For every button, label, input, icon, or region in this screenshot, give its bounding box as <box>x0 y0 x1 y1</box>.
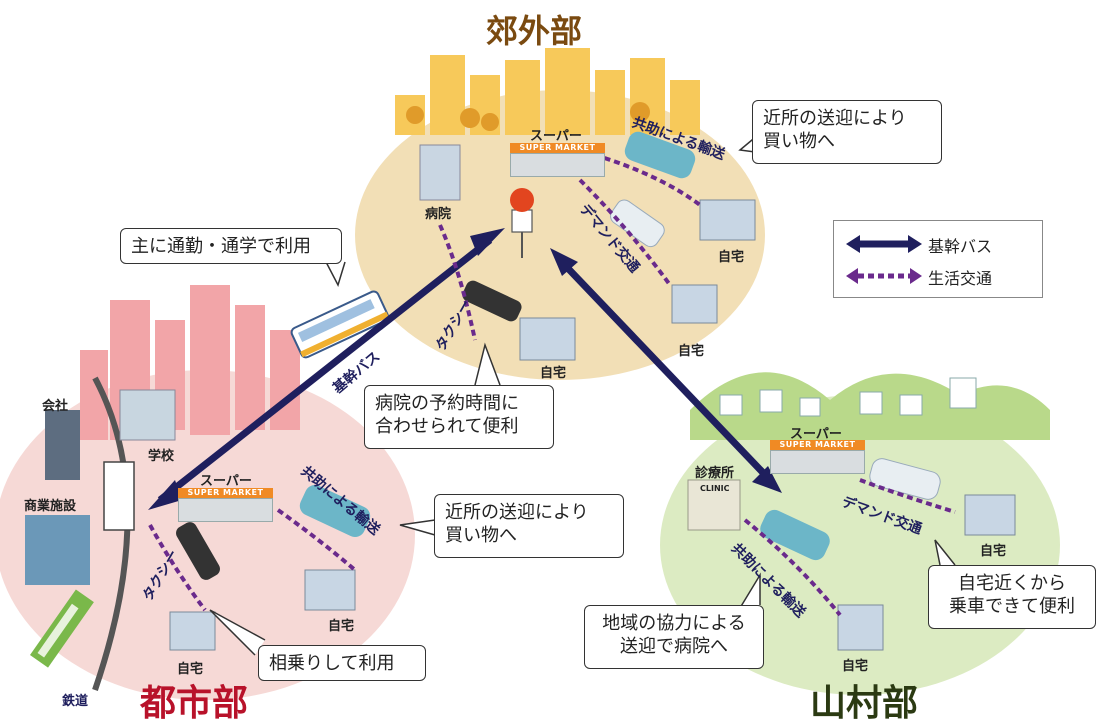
home-label-city-2: 自宅 <box>177 662 204 677</box>
taxi-city <box>176 522 220 580</box>
home-label-suburb-3: 自宅 <box>540 366 567 381</box>
demand-car-mountain <box>869 458 941 500</box>
legend-trunk-label: 基幹バス <box>928 237 993 256</box>
hospital-label: 病院 <box>425 207 452 222</box>
city-buildings <box>80 285 300 440</box>
legend: 基幹バス 生活交通 <box>833 220 1043 298</box>
city-region <box>0 370 415 700</box>
commercial-label: 商業施設 <box>24 499 77 514</box>
school-label: 学校 <box>148 449 175 464</box>
callout-community: 地域の協力による 送迎で病院へ <box>584 605 764 669</box>
mountain-houses <box>719 377 977 417</box>
supermarket-label-suburb: スーパー <box>530 129 582 144</box>
mountain-title: 山村部 <box>810 683 919 724</box>
commercial-building <box>25 515 90 585</box>
trunk-bus-vehicle <box>290 290 389 359</box>
city-title: 都市部 <box>140 683 249 724</box>
suburb-buildings <box>395 48 700 135</box>
callout-suburb-pickup: 近所の送迎により 買い物へ <box>752 100 942 164</box>
taxi-suburb <box>462 280 522 322</box>
clinic-label: 診療所 <box>695 466 735 481</box>
supermarket-suburb: SUPER MARKET <box>510 143 605 177</box>
supermarket-sign: SUPER MARKET <box>770 440 865 450</box>
clinic-sign: CLINIC <box>700 484 730 493</box>
callout-city-pickup: 近所の送迎により 買い物へ <box>434 494 624 558</box>
callout-commute: 主に通勤・通学で利用 <box>120 228 342 264</box>
school-building <box>119 389 176 441</box>
company-building <box>45 410 80 480</box>
supermarket-label-mountain: スーパー <box>790 427 842 442</box>
legend-trunk-arrow-icon <box>846 235 922 253</box>
home-label-suburb-2: 自宅 <box>678 344 705 359</box>
home-label-mountain-2: 自宅 <box>842 659 869 674</box>
callout-near-home: 自宅近くから 乗車できて便利 <box>928 565 1096 629</box>
supermarket-sign: SUPER MARKET <box>510 143 605 153</box>
home-label-mountain-1: 自宅 <box>980 544 1007 559</box>
homes <box>169 199 1016 651</box>
company-label: 会社 <box>42 399 69 414</box>
clinic-building <box>687 479 741 531</box>
callout-hospital-time: 病院の予約時間に 合わせられて便利 <box>364 385 554 449</box>
supermarket-label-city: スーパー <box>200 474 252 489</box>
railway-label: 鉄道 <box>62 694 89 709</box>
supermarket-sign: SUPER MARKET <box>178 488 273 498</box>
legend-local-label: 生活交通 <box>928 269 993 288</box>
station <box>103 461 135 531</box>
callout-rideshare: 相乗りして利用 <box>258 645 426 681</box>
suburb-title: 郊外部 <box>486 12 583 50</box>
legend-local-arrow-icon <box>846 268 922 284</box>
local-routes <box>148 153 956 617</box>
train <box>30 589 94 668</box>
supermarket-city: SUPER MARKET <box>178 488 273 522</box>
suburb-trees <box>406 102 650 131</box>
home-label-suburb-1: 自宅 <box>718 250 745 265</box>
trunk-route <box>148 228 782 510</box>
bus-stop <box>510 188 534 258</box>
supermarket-mountain: SUPER MARKET <box>770 440 865 474</box>
cars <box>299 131 830 561</box>
hospital-building <box>419 144 461 201</box>
home-label-city-1: 自宅 <box>328 619 355 634</box>
